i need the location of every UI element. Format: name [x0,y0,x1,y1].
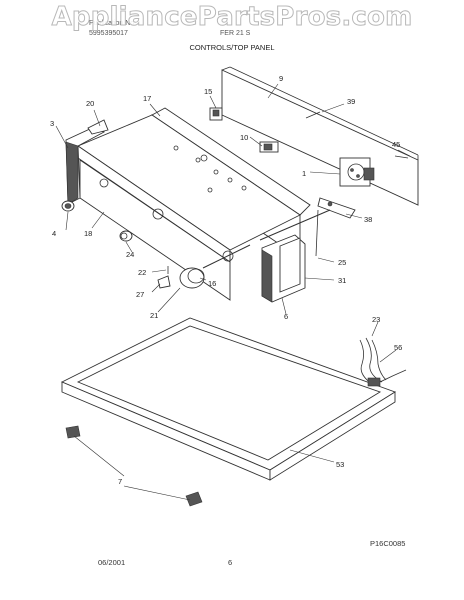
switch-10 [259,141,279,153]
page-number: 6 [228,558,233,567]
wire-harness [359,337,407,387]
top-panel [60,317,397,481]
callout-38: 38 [364,215,372,224]
callout-23: 23 [372,315,380,324]
callout-24: 24 [126,250,134,259]
hinge-left [65,425,81,439]
knob-24 [119,230,133,242]
callout-7: 7 [118,477,122,486]
callout-53: 53 [336,460,344,469]
timer-knob [179,244,251,289]
leader-lines [55,83,411,501]
callout-20: 20 [86,99,94,108]
switch-15 [209,107,223,121]
control-console [77,107,311,301]
figure-code: P16C0085 [370,539,406,548]
right-end-cap [261,234,306,303]
publication-label: Publication No [89,20,135,27]
footer-date: 06/2001 [98,558,126,567]
wire-25 [315,209,319,257]
site-watermark: AppliancePartsPros.com [51,2,413,33]
callout-4: 4 [52,229,56,238]
callout-15: 15 [204,87,212,96]
callout-31: 31 [338,276,346,285]
hinge-right [185,491,203,507]
callout-22: 22 [138,268,146,277]
callout-17: 17 [143,94,151,103]
callout-1: 1 [302,169,306,178]
callout-27: 27 [136,290,144,299]
callout-56: 56 [394,343,402,352]
callout-39: 39 [347,97,355,106]
timer-assembly [339,157,375,187]
callout-9: 9 [279,74,283,83]
callout-3: 3 [50,119,54,128]
left-end-cap [65,119,109,205]
model-label: FER 21 S [220,30,251,37]
screw-39 [305,111,321,119]
callout-21: 21 [150,311,158,320]
rod-25 [259,209,331,241]
callout-6: 6 [284,312,288,321]
callout-25: 25 [338,258,346,267]
section-title: CONTROLS/TOP PANEL [189,43,275,52]
callout-10: 10 [240,133,248,142]
bracket-38 [317,197,356,219]
clip-27 [157,275,171,289]
publication-number: 5995395017 [89,30,128,37]
callout-45: 45 [392,140,400,149]
knob-4 [61,200,75,212]
callout-16: 16 [208,279,216,288]
callout-18: 18 [84,229,92,238]
screw-45 [394,155,409,159]
